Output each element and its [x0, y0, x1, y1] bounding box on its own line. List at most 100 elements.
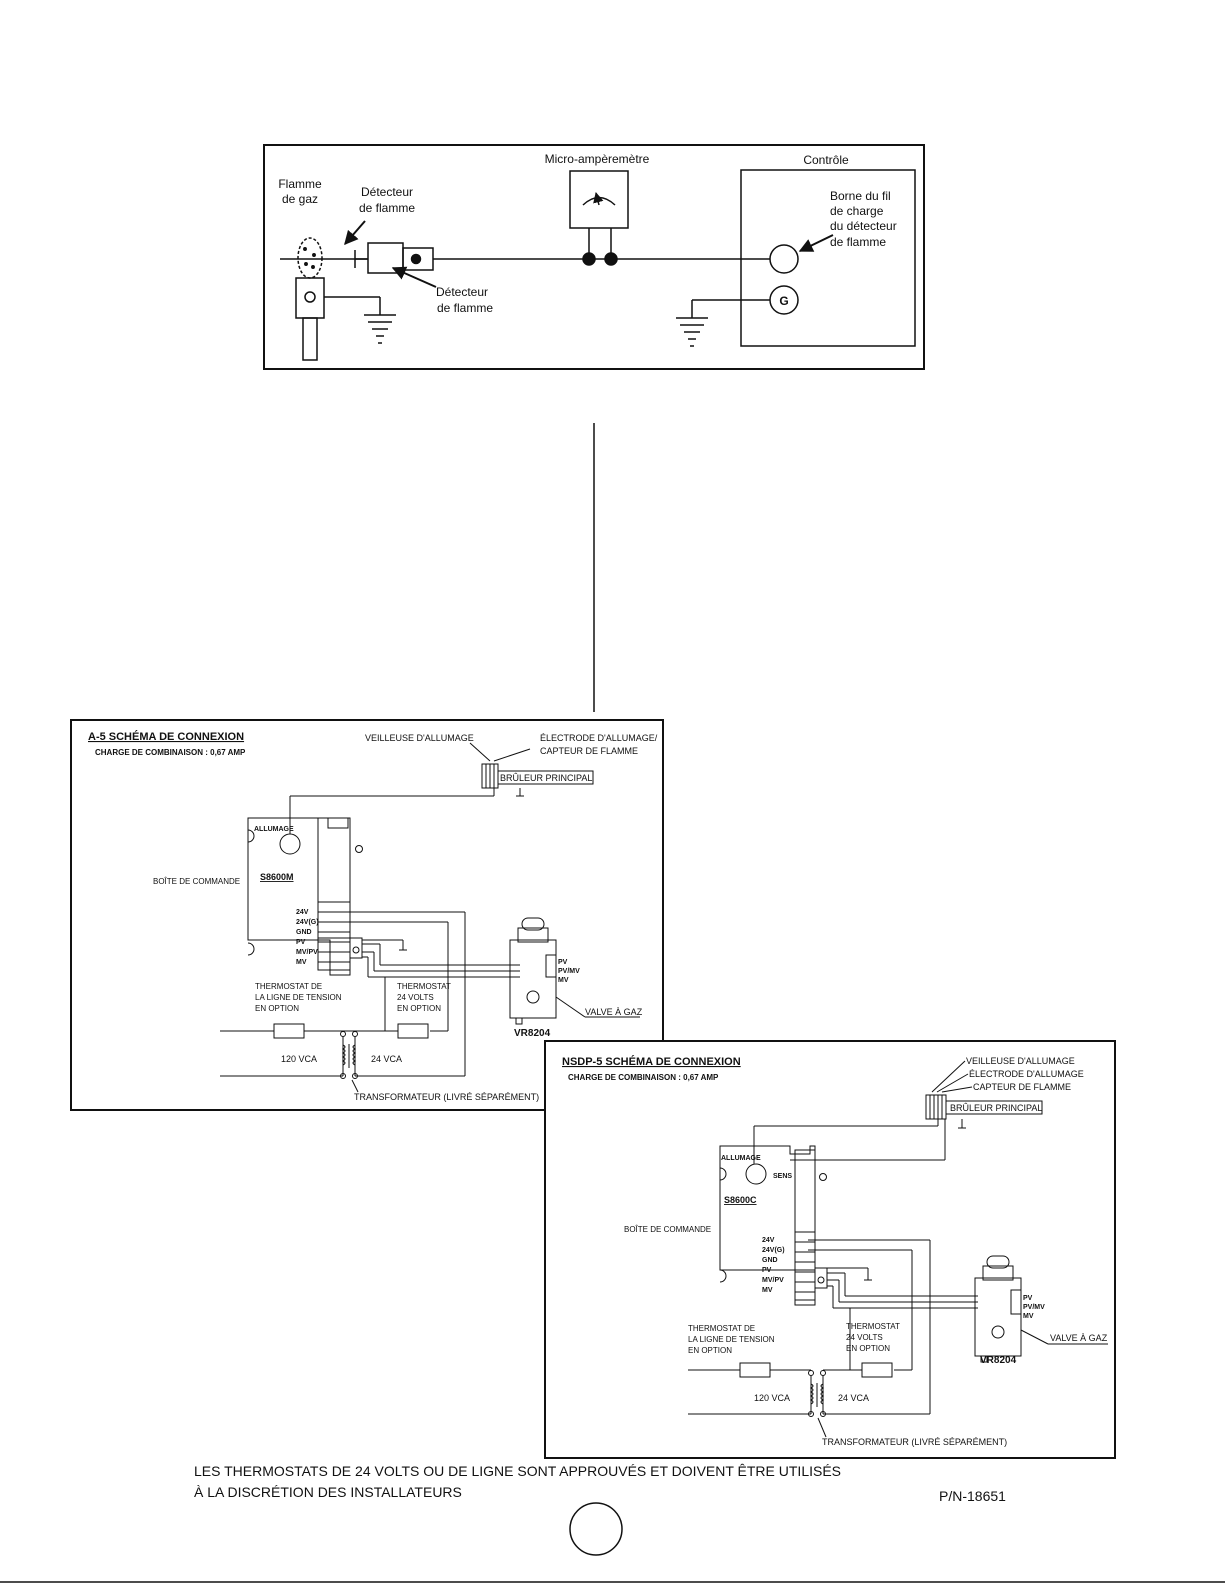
nsdp5-valve-terminal-pvmv: PV/MV [1023, 1304, 1045, 1311]
nsdp5-sensor-label: CAPTEUR DE FLAMME [973, 1082, 1071, 1092]
nsdp5-ignition-label: ALLUMAGE [721, 1155, 761, 1162]
micro-ammeter-icon [569, 170, 629, 229]
a5-low-thermostat-2: 24 VOLTS [397, 993, 434, 1002]
nsdp5-terminal-gnd: GND [762, 1257, 778, 1264]
a5-line-thermostat-2: LA LIGNE DE TENSION [255, 993, 342, 1002]
flame-label-2: de gaz [282, 192, 318, 206]
a5-low-thermostat-3: EN OPTION [397, 1004, 441, 1013]
a5-gas-valve [509, 939, 557, 1019]
nsdp5-pilot-label: VEILLEUSE D'ALLUMAGE [966, 1056, 1075, 1066]
a5-control-box-label: BOÎTE DE COMMANDE [153, 877, 240, 886]
flame-sensor-diagram [263, 144, 925, 370]
nsdp5-control-box-label: BOÎTE DE COMMANDE [624, 1225, 711, 1234]
gas-tube-icon [302, 317, 318, 361]
a5-120vac-label: 120 VCA [281, 1054, 317, 1064]
a5-valve-terminal-mv: MV [558, 977, 569, 984]
nsdp5-low-thermostat-3: EN OPTION [846, 1344, 890, 1353]
a5-burner-box [497, 770, 594, 785]
a5-transformer-secondary [352, 1044, 357, 1066]
nsdp5-120vac-label: 120 VCA [754, 1393, 790, 1403]
sensor-label-bottom-2: de flamme [437, 301, 493, 315]
footer-note-line-1: LES THERMOSTATS DE 24 VOLTS OU DE LIGNE … [194, 1463, 841, 1479]
terminal-label-1: Borne du fil [830, 189, 891, 203]
nsdp5-valve-terminal-pv: PV [1023, 1295, 1033, 1302]
nsdp5-burner-box [945, 1100, 1043, 1115]
flame-sensor-body [367, 242, 404, 274]
a5-pilot-label: VEILLEUSE D'ALLUMAGE [365, 733, 474, 743]
sensor-label-bottom-1: Détecteur [436, 285, 488, 299]
control-label: Contrôle [803, 153, 849, 167]
nsdp5-transformer-label: TRANSFORMATEUR (LIVRÉ SÉPARÉMENT) [822, 1437, 1007, 1447]
terminal-label-3: du détecteur [830, 219, 897, 233]
a5-ignition-terminal [279, 833, 301, 855]
nsdp5-valve-terminal-mv: MV [1023, 1313, 1034, 1320]
a5-terminal-mvpv: MV/PV [296, 949, 318, 956]
footer-note-line-2: À LA DISCRÉTION DES INSTALLATEURS [194, 1484, 462, 1500]
a5-transformer-label: TRANSFORMATEUR (LIVRÉ SÉPARÉMENT) [354, 1092, 539, 1102]
a5-valve-terminal-pv: PV [558, 959, 568, 966]
a5-terminal-gnd: GND [296, 929, 312, 936]
nsdp5-low-thermostat-2: 24 VOLTS [846, 1333, 883, 1342]
a5-labels: A-5 SCHÉMA DE CONNEXION CHARGE DE COMBIN… [88, 730, 658, 1102]
a5-subtitle: CHARGE DE COMBINAISON : 0,67 AMP [95, 748, 246, 757]
a5-terminal-24vg: 24V(G) [296, 919, 319, 926]
nsdp5-line-thermostat-1: THERMOSTAT DE [688, 1324, 755, 1333]
a5-line-thermostat-1: THERMOSTAT DE [255, 982, 322, 991]
nsdp5-title: NSDP-5 SCHÉMA DE CONNEXION [562, 1055, 741, 1068]
part-number: P/N-18651 [939, 1488, 1006, 1504]
a5-electrode-label-2: CAPTEUR DE FLAMME [540, 746, 638, 756]
a5-ignition-label: ALLUMAGE [254, 826, 294, 833]
nsdp5-valve-model: VR8204 [980, 1355, 1017, 1366]
footer: LES THERMOSTATS DE 24 VOLTS OU DE LIGNE … [0, 1463, 1225, 1583]
nsdp5-subtitle: CHARGE DE COMBINAISON : 0,67 AMP [568, 1073, 719, 1082]
a5-24vac-label: 24 VCA [371, 1054, 402, 1064]
a5-title: A-5 SCHÉMA DE CONNEXION [88, 730, 244, 743]
nsdp5-ignition-terminal [745, 1163, 767, 1185]
a5-burner-label: BRÛLEUR PRINCIPAL [500, 773, 592, 783]
page-number-circle [569, 1502, 623, 1556]
a5-low-thermostat-1: THERMOSTAT [397, 982, 451, 991]
a5-module-label: S8600M [260, 872, 294, 882]
nsdp5-line-thermostat-3: EN OPTION [688, 1346, 732, 1355]
terminal-label-4: de flamme [830, 235, 886, 249]
a5-valve-model: VR8204 [514, 1028, 551, 1039]
nsdp5-sens-label: SENS [773, 1173, 792, 1180]
terminal-label-2: de charge [830, 204, 884, 218]
nsdp5-burner-label: BRÛLEUR PRINCIPAL [950, 1103, 1042, 1113]
control-box [740, 169, 916, 347]
nsdp5-gas-valve [974, 1277, 1022, 1357]
a5-line-thermostat-3: EN OPTION [255, 1004, 299, 1013]
flame-sensor-terminal [769, 244, 799, 274]
a5-terminal-mv: MV [296, 959, 307, 966]
flame-label-1: Flamme [278, 177, 322, 191]
a5-terminal-labels: 24V 24V(G) GND PV MV/PV MV PV PV/MV MV [296, 909, 580, 984]
a5-terminal-24v: 24V [296, 909, 309, 916]
ground-terminal-label: G [779, 294, 788, 308]
gas-flame-icon [297, 237, 323, 279]
nsdp5-line-thermostat-2: LA LIGNE DE TENSION [688, 1335, 775, 1344]
nsdp5-terminal-24vg: 24V(G) [762, 1247, 785, 1254]
sensor-label-top-1: Détecteur [361, 185, 413, 199]
nsdp5-low-thermostat-1: THERMOSTAT [846, 1322, 900, 1331]
nsdp5-module-label: S8600C [724, 1195, 757, 1205]
meter-label: Micro-ampèremètre [545, 152, 650, 166]
a5-valve-terminal-pvmv: PV/MV [558, 968, 580, 975]
flame-sensor-labels: Flamme de gaz Détecteur de flamme Détect… [278, 152, 896, 315]
nsdp5-labels: NSDP-5 SCHÉMA DE CONNEXION CHARGE DE COM… [562, 1055, 1108, 1447]
nsdp5-24vac-label: 24 VCA [838, 1393, 869, 1403]
a5-electrode-label-1: ÉLECTRODE D'ALLUMAGE/ [540, 733, 658, 743]
flame-sensor-frame [263, 144, 925, 370]
nsdp5-valve-label: VALVE À GAZ [1050, 1333, 1108, 1343]
nsdp5-transformer-secondary [820, 1383, 825, 1405]
nsdp5-terminal-mv: MV [762, 1287, 773, 1294]
nsdp5-terminal-24v: 24V [762, 1237, 775, 1244]
nsdp5-terminal-labels: 24V 24V(G) GND PV MV/PV MV PV PV/MV MV [762, 1237, 1045, 1320]
a5-transformer-primary [341, 1044, 346, 1066]
a5-valve-label: VALVE À GAZ [585, 1007, 643, 1017]
pilot-burner-icon [295, 277, 325, 319]
nsdp5-wiring-diagram [544, 1040, 1116, 1459]
a5-terminal-pv: PV [296, 939, 306, 946]
sensor-label-top-2: de flamme [359, 201, 415, 215]
nsdp5-electrode-label: ÉLECTRODE D'ALLUMAGE [969, 1069, 1084, 1079]
